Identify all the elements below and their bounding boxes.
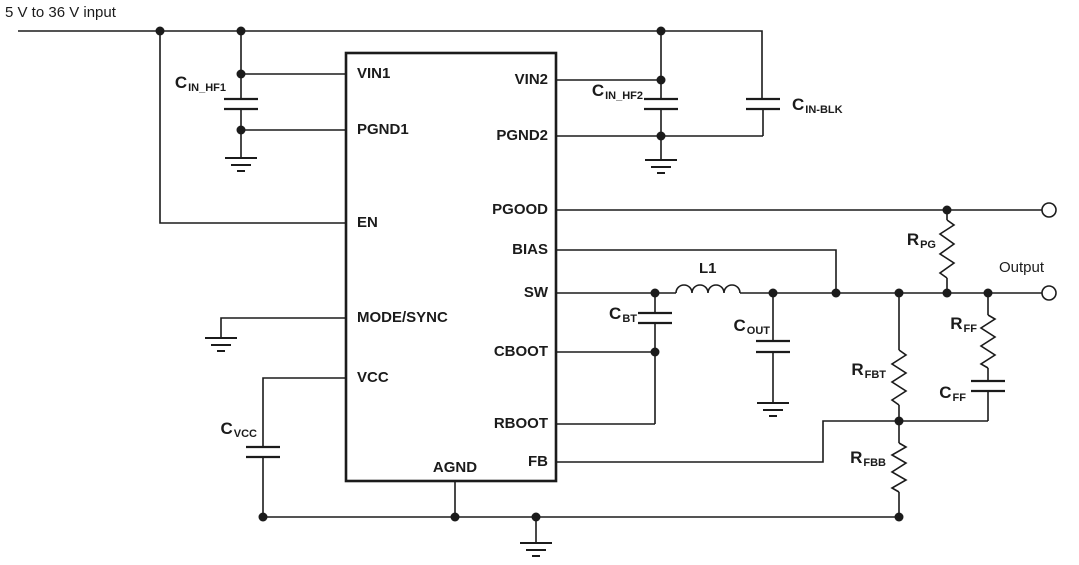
label-rfbt: RFBT (851, 360, 886, 381)
pin-pgnd1: PGND1 (357, 121, 409, 138)
label-main: L1 (699, 260, 717, 277)
label-sub: BT (622, 313, 637, 325)
label-sub: PG (920, 239, 936, 251)
label-main: C (591, 81, 605, 100)
label-main: C (792, 95, 805, 114)
en-wire (159, 31, 346, 224)
output-terminal (1041, 285, 1057, 301)
fb-wire (556, 420, 988, 463)
pin-cboot: CBOOT (493, 343, 548, 360)
label-sub: IN_HF2 (605, 90, 643, 102)
label-main: C (174, 73, 188, 92)
label-sub: FF (952, 392, 966, 404)
label-l1: L1 (699, 261, 717, 276)
capacitor-cin-hf1-symbol (224, 97, 258, 111)
label-main: R (906, 230, 920, 249)
resistor-rpg-symbol (938, 219, 956, 279)
pin-en: EN (357, 214, 378, 231)
label-sub: VCC (233, 428, 257, 440)
label-cin-hf1: CIN_HF1 (174, 73, 226, 94)
label-rfbb: RFBB (850, 448, 886, 469)
capacitor-cout-symbol (756, 339, 790, 354)
pgood-terminal (1041, 202, 1057, 218)
bias-wire (556, 249, 837, 293)
ic-body (344, 51, 558, 483)
label-sub: FBT (864, 369, 886, 381)
pin-vin2: VIN2 (514, 71, 548, 88)
ground-symbols (205, 157, 789, 557)
label-main: R (850, 448, 863, 467)
capacitor-cin-blk-symbol (746, 97, 780, 111)
pin-agnd: AGND (432, 459, 478, 476)
pin-rboot: RBOOT (493, 415, 548, 432)
resistors (890, 219, 997, 493)
vcc-wire (262, 377, 346, 517)
label-sub: IN-BLK (805, 104, 843, 116)
label-main: C (609, 304, 622, 323)
pin-mode-sync: MODE/SYNC (357, 309, 448, 326)
label-cout: COUT (733, 316, 770, 337)
label-main: C (939, 383, 952, 402)
ground-icon (205, 337, 237, 352)
resistor-rfbb-symbol (890, 442, 908, 493)
pin-vin1: VIN1 (357, 65, 391, 82)
pin-sw: SW (523, 284, 548, 301)
label-sub: FF (963, 323, 977, 335)
label-cin-blk: CIN-BLK (792, 95, 843, 116)
ground-icon (520, 542, 552, 557)
capacitor-cin-hf2-symbol (644, 97, 678, 111)
output-label: Output (999, 259, 1045, 276)
resistor-rfbt-symbol (890, 349, 908, 406)
ground-icon (645, 159, 677, 174)
capacitors (224, 97, 1005, 459)
label-sub: IN_HF1 (188, 82, 226, 94)
capacitor-cbt-symbol (638, 311, 672, 325)
capacitor-cff-symbol (971, 379, 1005, 393)
label-main: R (950, 314, 963, 333)
pin-vcc: VCC (357, 369, 389, 386)
ground-icon (757, 402, 789, 417)
pin-fb: FB (528, 453, 548, 470)
label-rpg: RPG (906, 230, 936, 251)
pin-pgnd2: PGND2 (496, 127, 548, 144)
capacitor-cvcc-symbol (246, 445, 280, 459)
junction-dots (155, 26, 993, 522)
label-sub: OUT (746, 325, 770, 337)
label-main: C (220, 419, 233, 438)
input-rail-wire (18, 30, 763, 99)
pin-bias: BIAS (512, 241, 548, 258)
mode-sync-wire (220, 317, 346, 338)
pin-pgood: PGOOD (492, 201, 548, 218)
ground-icon (225, 157, 257, 172)
label-cbt: CBT (609, 304, 637, 325)
inductor-l1-symbol (675, 284, 741, 294)
input-voltage-label: 5 V to 36 V input (5, 4, 116, 21)
label-cin-hf2: CIN_HF2 (591, 81, 643, 102)
label-cvcc: CVCC (220, 419, 257, 440)
label-rff: RFF (950, 314, 977, 335)
label-main: R (851, 360, 864, 379)
resistor-rff-symbol (979, 314, 997, 369)
label-sub: FBB (863, 457, 886, 469)
label-main: C (733, 316, 746, 335)
label-cff: CFF (939, 383, 966, 404)
